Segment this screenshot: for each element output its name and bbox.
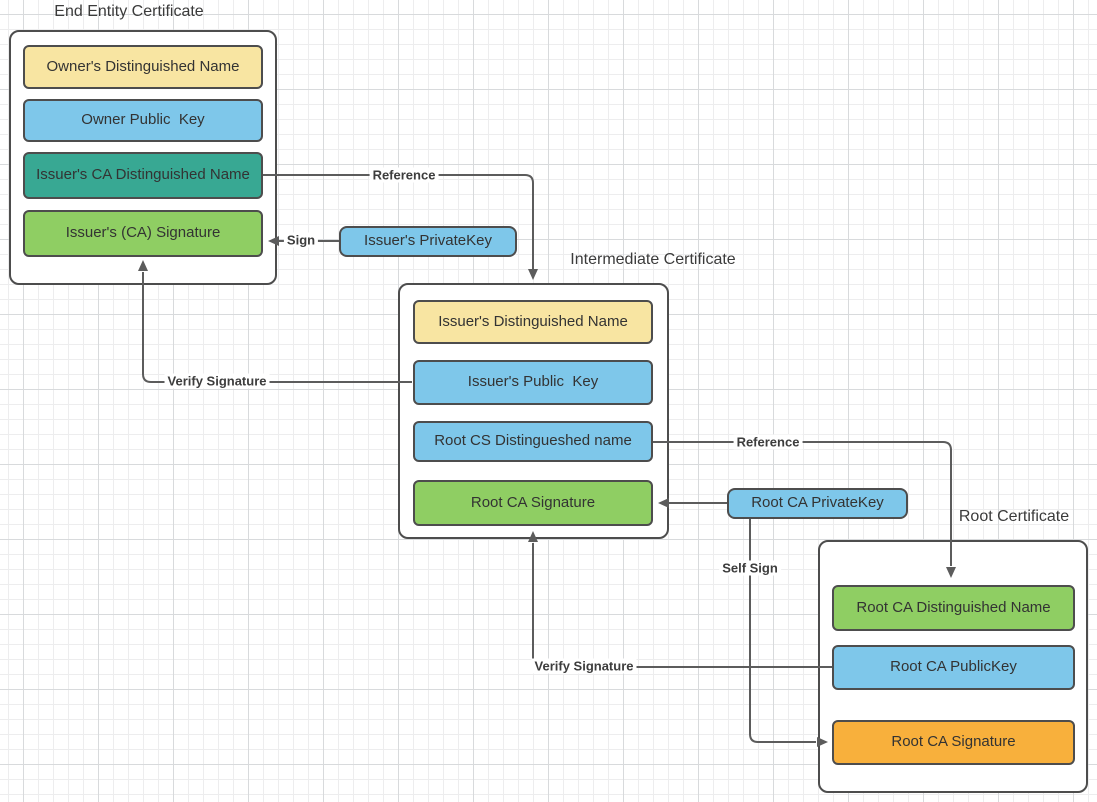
field-root-cs-distingueshed-name[interactable]: Root CS Distingueshed name xyxy=(413,421,653,462)
edge-label-verify-signature-1: Verify Signature xyxy=(164,373,270,389)
edge-label-verify-signature-2: Verify Signature xyxy=(531,658,637,674)
field-issuers-ca-signature[interactable]: Issuer's (CA) Signature xyxy=(23,210,263,257)
edge-label-sign: Sign xyxy=(283,232,319,248)
connector-self-sign[interactable] xyxy=(749,519,828,747)
issuers-private-key-box[interactable]: Issuer's PrivateKey xyxy=(339,226,517,257)
edge-label-self-sign: Self Sign xyxy=(719,560,781,576)
intermediate-certificate-title: Intermediate Certificate xyxy=(570,251,736,268)
field-root-ca-signature-root[interactable]: Root CA Signature xyxy=(832,720,1075,765)
field-owners-distinguished-name[interactable]: Owner's Distinguished Name xyxy=(23,45,263,89)
connector-verify-signature-2[interactable] xyxy=(528,531,832,668)
edge-label-reference-1: Reference xyxy=(369,167,439,183)
field-issuers-distinguished-name[interactable]: Issuer's Distinguished Name xyxy=(413,300,653,344)
root-ca-private-key-box[interactable]: Root CA PrivateKey xyxy=(727,488,908,519)
field-issuers-ca-distinguished-name[interactable]: Issuer's CA Distinguished Name xyxy=(23,152,263,199)
field-issuers-public-key[interactable]: Issuer's Public Key xyxy=(413,360,653,405)
field-owner-public-key[interactable]: Owner Public Key xyxy=(23,99,263,142)
root-certificate-title: Root Certificate xyxy=(958,508,1070,525)
field-root-ca-distinguished-name[interactable]: Root CA Distinguished Name xyxy=(832,585,1075,631)
end-entity-certificate-title: End Entity Certificate xyxy=(54,3,204,20)
field-root-ca-publickey[interactable]: Root CA PublicKey xyxy=(832,645,1075,690)
arrowhead-down-icon xyxy=(528,269,538,280)
edge-label-reference-2: Reference xyxy=(733,434,803,450)
field-root-ca-signature-intermediate[interactable]: Root CA Signature xyxy=(413,480,653,526)
